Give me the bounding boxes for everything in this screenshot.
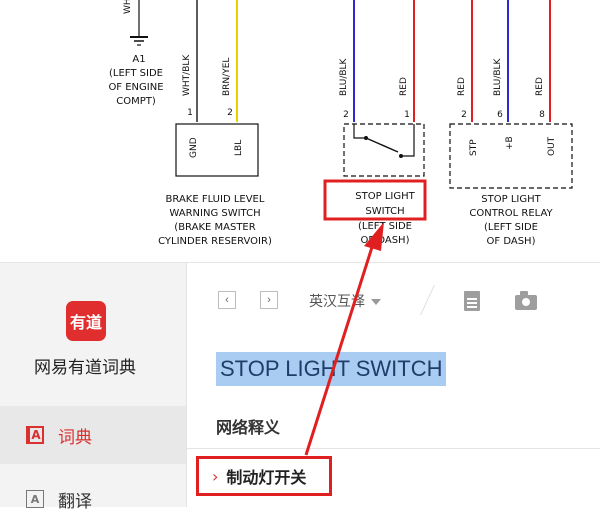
ground-desc-3: COMPT)	[116, 96, 156, 107]
wire-red-label: RED	[535, 77, 545, 96]
pin-label: 1	[187, 108, 193, 118]
switch-highlight-box	[323, 179, 427, 221]
fluid-desc-4: CYLINDER RESERVOIR)	[158, 236, 272, 247]
relay-stp-label: STP	[469, 139, 479, 156]
ground-desc-2: OF ENGINE	[108, 82, 163, 93]
sidebar-item-translate[interactable]: A 翻译	[0, 470, 186, 528]
pin-label: 1	[404, 110, 410, 120]
document-icon[interactable]	[464, 291, 480, 311]
wire-red-label: RED	[457, 77, 467, 96]
wire-whtblk-label: WHT/BLK	[182, 54, 192, 96]
chevron-down-icon	[371, 299, 381, 305]
ground-icon	[130, 36, 148, 46]
result-item[interactable]: › 制动灯开关	[196, 456, 332, 496]
wire-brnyel-label: BRN/YEL	[222, 58, 232, 96]
app-name: 网易有道词典	[34, 358, 136, 378]
camera-icon[interactable]	[515, 291, 537, 310]
youdao-dictionary-window: 有道 网易有道词典 A 词典 A 翻译 ‹ › 英汉互译 STOP LIGHT …	[0, 262, 600, 512]
tab-web-definitions[interactable]: 网络释义	[216, 418, 281, 437]
sidebar-item-label: 翻译	[58, 491, 92, 512]
relay-b-label: +B	[505, 136, 515, 150]
chevron-right-icon: ›	[212, 466, 219, 486]
translate-icon: A	[26, 490, 44, 508]
wire-blublk-label: BLU/BLK	[493, 57, 503, 96]
fluid-desc-1: BRAKE FLUID LEVEL	[166, 194, 265, 205]
pin-label: 8	[539, 110, 545, 120]
chevron-left-icon: ‹	[225, 294, 229, 306]
switch-desc-1: STOP LIGHT	[355, 191, 415, 202]
switch-desc-3: (LEFT SIDE	[358, 221, 412, 232]
forward-button[interactable]: ›	[260, 291, 278, 309]
search-query[interactable]: STOP LIGHT SWITCH	[216, 352, 447, 386]
pin-label: 2	[227, 108, 233, 118]
fluid-desc-3: (BRAKE MASTER	[174, 222, 255, 233]
relay-out-label: OUT	[547, 136, 557, 156]
dictionary-icon: A	[26, 426, 44, 444]
switch-desc-2: SWITCH	[365, 206, 404, 217]
switch-desc-4: OF DASH)	[361, 235, 410, 246]
chevron-right-icon: ›	[267, 294, 271, 306]
fluid-desc-2: WARNING SWITCH	[169, 208, 260, 219]
top-wire-label: WHT	[123, 0, 133, 14]
ground-label: A1	[132, 54, 145, 65]
wiring-diagram: WHT A1 (LEFT SIDE OF ENGINE COMPT) WHT/B…	[0, 0, 600, 262]
ground-desc-1: (LEFT SIDE	[109, 68, 163, 79]
relay-desc-1: STOP LIGHT	[481, 194, 541, 205]
wire-blublk-label: BLU/BLK	[339, 57, 349, 96]
pin-label: 6	[497, 110, 503, 120]
youdao-logo: 有道	[66, 301, 106, 341]
relay-desc-3: (LEFT SIDE	[484, 222, 538, 233]
mode-label: 英汉互译	[309, 294, 365, 310]
toolbar-divider	[420, 285, 435, 315]
pin-label: 2	[461, 110, 467, 120]
divider	[187, 448, 600, 449]
fluid-lbl-label: LBL	[234, 140, 244, 156]
result-text: 制动灯开关	[226, 468, 307, 487]
translation-mode-dropdown[interactable]: 英汉互译	[309, 291, 381, 311]
switch-icon	[353, 124, 415, 158]
fluid-gnd-label: GND	[189, 137, 199, 158]
relay-desc-2: CONTROL RELAY	[469, 208, 553, 219]
main-content: ‹ › 英汉互译 STOP LIGHT SWITCH 网络释义 › 制动灯开关	[187, 263, 600, 507]
wire-red-label: RED	[399, 77, 409, 96]
pin-label: 2	[343, 110, 349, 120]
relay-desc-4: OF DASH)	[487, 236, 536, 247]
back-button[interactable]: ‹	[218, 291, 236, 309]
toolbar: ‹ › 英汉互译	[187, 285, 600, 317]
sidebar-item-label: 词典	[58, 427, 92, 448]
sidebar-item-dictionary[interactable]: A 词典	[0, 406, 186, 464]
sidebar: 有道 网易有道词典 A 词典 A 翻译	[0, 263, 187, 512]
